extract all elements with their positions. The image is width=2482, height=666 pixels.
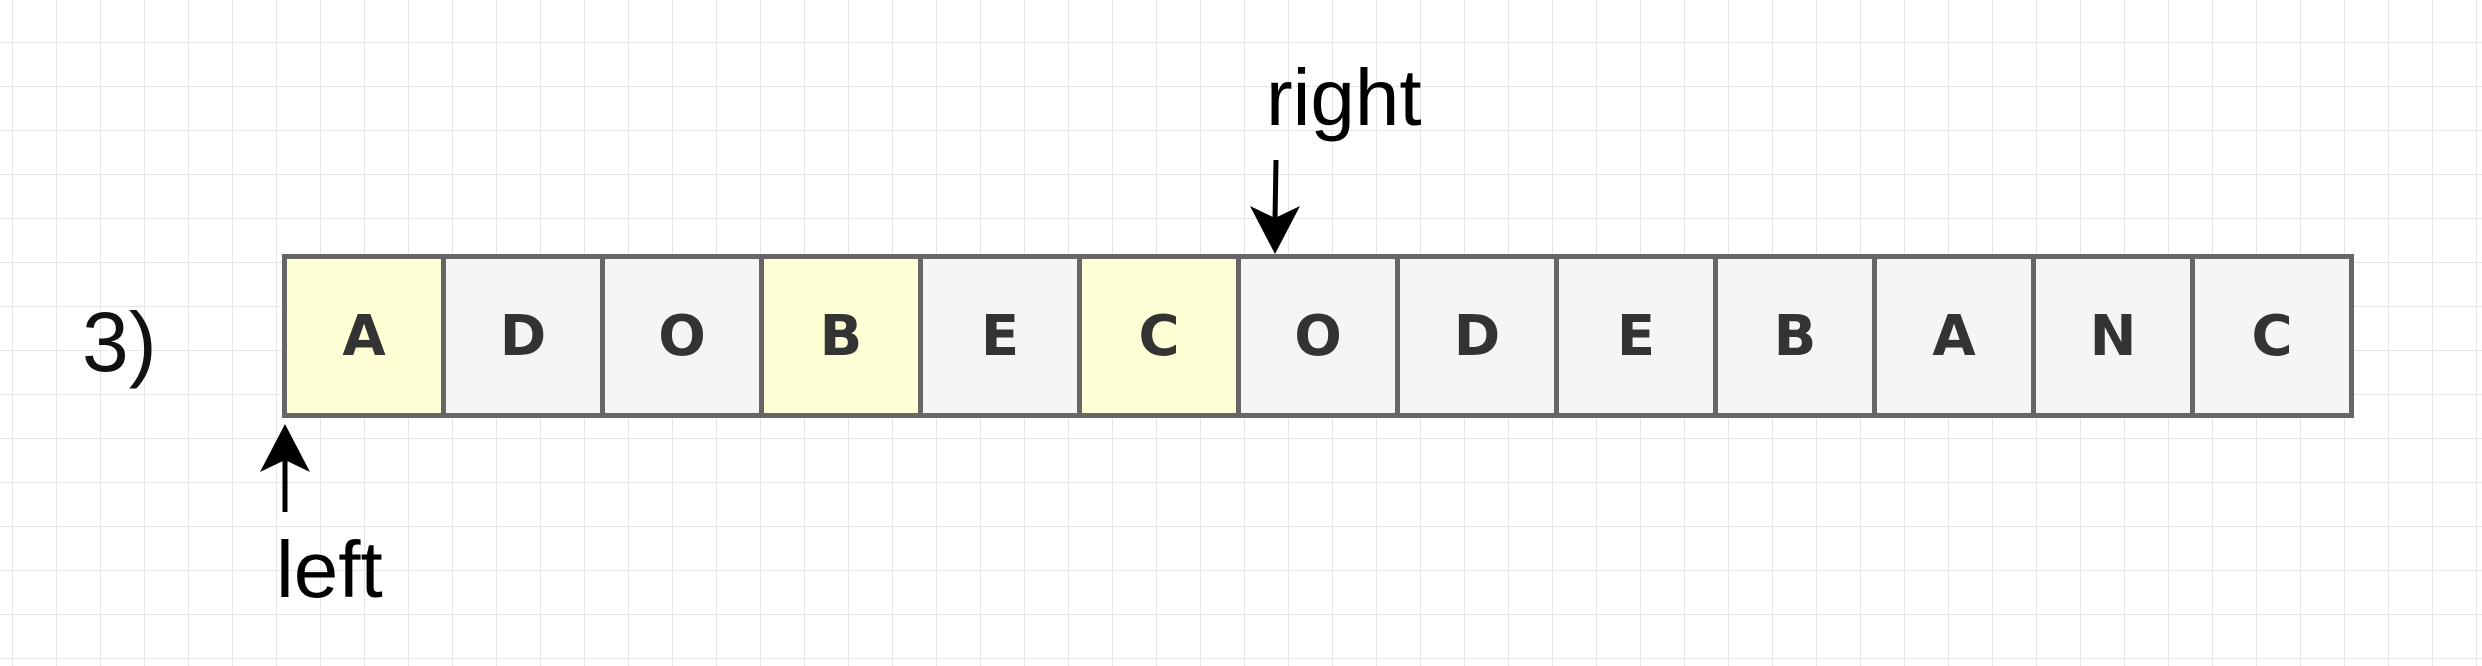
string-cell: C: [2190, 254, 2354, 418]
right-pointer-label: right: [1266, 53, 1422, 142]
string-cell: D: [1395, 254, 1559, 418]
string-cell: D: [441, 254, 605, 418]
string-cell: A: [1872, 254, 2036, 418]
left-pointer-arrow: [260, 424, 310, 512]
string-cell: C: [1077, 254, 1241, 418]
string-cell: A: [282, 254, 446, 418]
string-cell: E: [918, 254, 1082, 418]
string-cell: N: [2031, 254, 2195, 418]
step-label: 3): [82, 295, 157, 389]
string-cell: B: [1713, 254, 1877, 418]
string-cell: O: [1236, 254, 1400, 418]
left-pointer-label: left: [276, 525, 383, 614]
string-cell: O: [600, 254, 764, 418]
right-pointer-arrow: [1250, 159, 1300, 254]
string-cell: B: [759, 254, 923, 418]
string-cell: E: [1554, 254, 1718, 418]
